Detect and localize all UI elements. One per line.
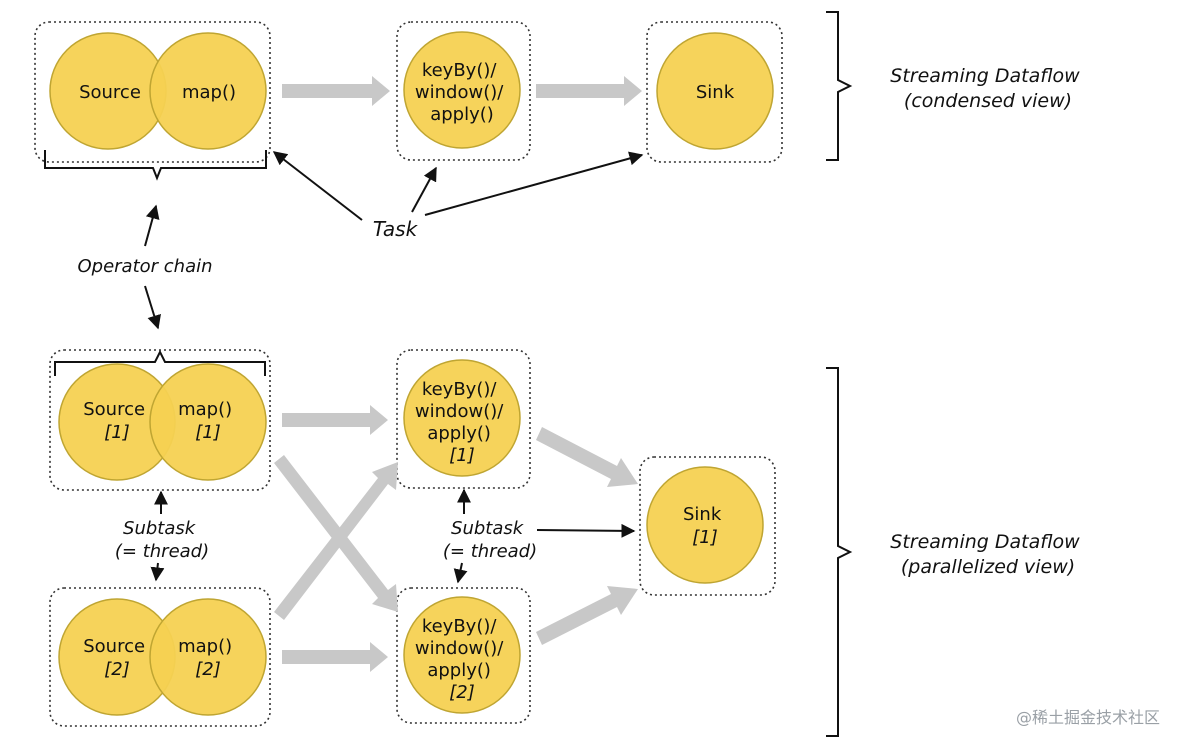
operator-chain-pointer [144,204,160,247]
operator-chain-brace-bottom [54,349,266,376]
source-1-label: Source [1] [83,399,151,443]
task-box-sink [646,21,783,163]
window-2-label: keyBy()/ window()/ apply() [2] [415,616,509,703]
task-pointer [424,151,644,216]
flow-arrow [536,586,638,645]
flow-arrow [282,405,388,435]
operator-chain-pointer [144,285,161,330]
source-2-label: Source [2] [83,636,151,680]
window-label: keyBy()/ window()/ apply() [415,60,509,125]
condensed-view-title: Streaming Dataflow (condensed view) [890,65,1085,112]
subtask-box-source-map-2 [49,587,271,727]
map-node-2 [149,598,267,716]
map-1-label: map() [1] [178,399,238,443]
task-box-source-map [34,21,271,163]
task-pointer [272,151,363,221]
flow-arrow [536,427,638,487]
source-label: Source [79,82,141,103]
map-node-1 [149,363,267,481]
subtask-box-window-2 [396,587,531,724]
parallelized-view-title: Streaming Dataflow (parallelized view) [890,531,1085,578]
condensed-view-brace [826,11,853,161]
flow-arrow [282,642,388,672]
flow-arrow [282,76,390,106]
window-node [403,31,521,149]
sink-1-label: Sink [1] [683,504,727,548]
task-pointer [411,166,437,213]
subtask-label-left: Subtask (= thread) [115,518,209,562]
flow-arrow [536,76,642,106]
task-label: Task [373,217,419,241]
window-node-1 [403,359,521,477]
map-node [149,32,267,150]
map-label: map() [182,82,236,103]
window-1-label: keyBy()/ window()/ apply() [1] [415,379,509,466]
window-node-2 [403,596,521,714]
operator-chain-brace-top [44,150,267,181]
operator-chain-label: Operator chain [77,256,212,277]
subtask-box-window-1 [396,349,531,489]
subtask-pointer [536,523,636,538]
sink-node-1 [646,466,764,584]
task-box-window [396,21,531,161]
subtask-pointer [150,562,165,582]
sink-node [656,32,774,150]
sink-label: Sink [696,82,735,103]
subtask-pointer [453,562,468,584]
flow-arrow [274,462,398,620]
subtask-label-right: Subtask (= thread) [443,518,537,562]
watermark: @稀土掘金技术社区 [1016,708,1160,727]
parallelized-view-brace [826,367,853,737]
map-2-label: map() [2] [178,636,238,680]
